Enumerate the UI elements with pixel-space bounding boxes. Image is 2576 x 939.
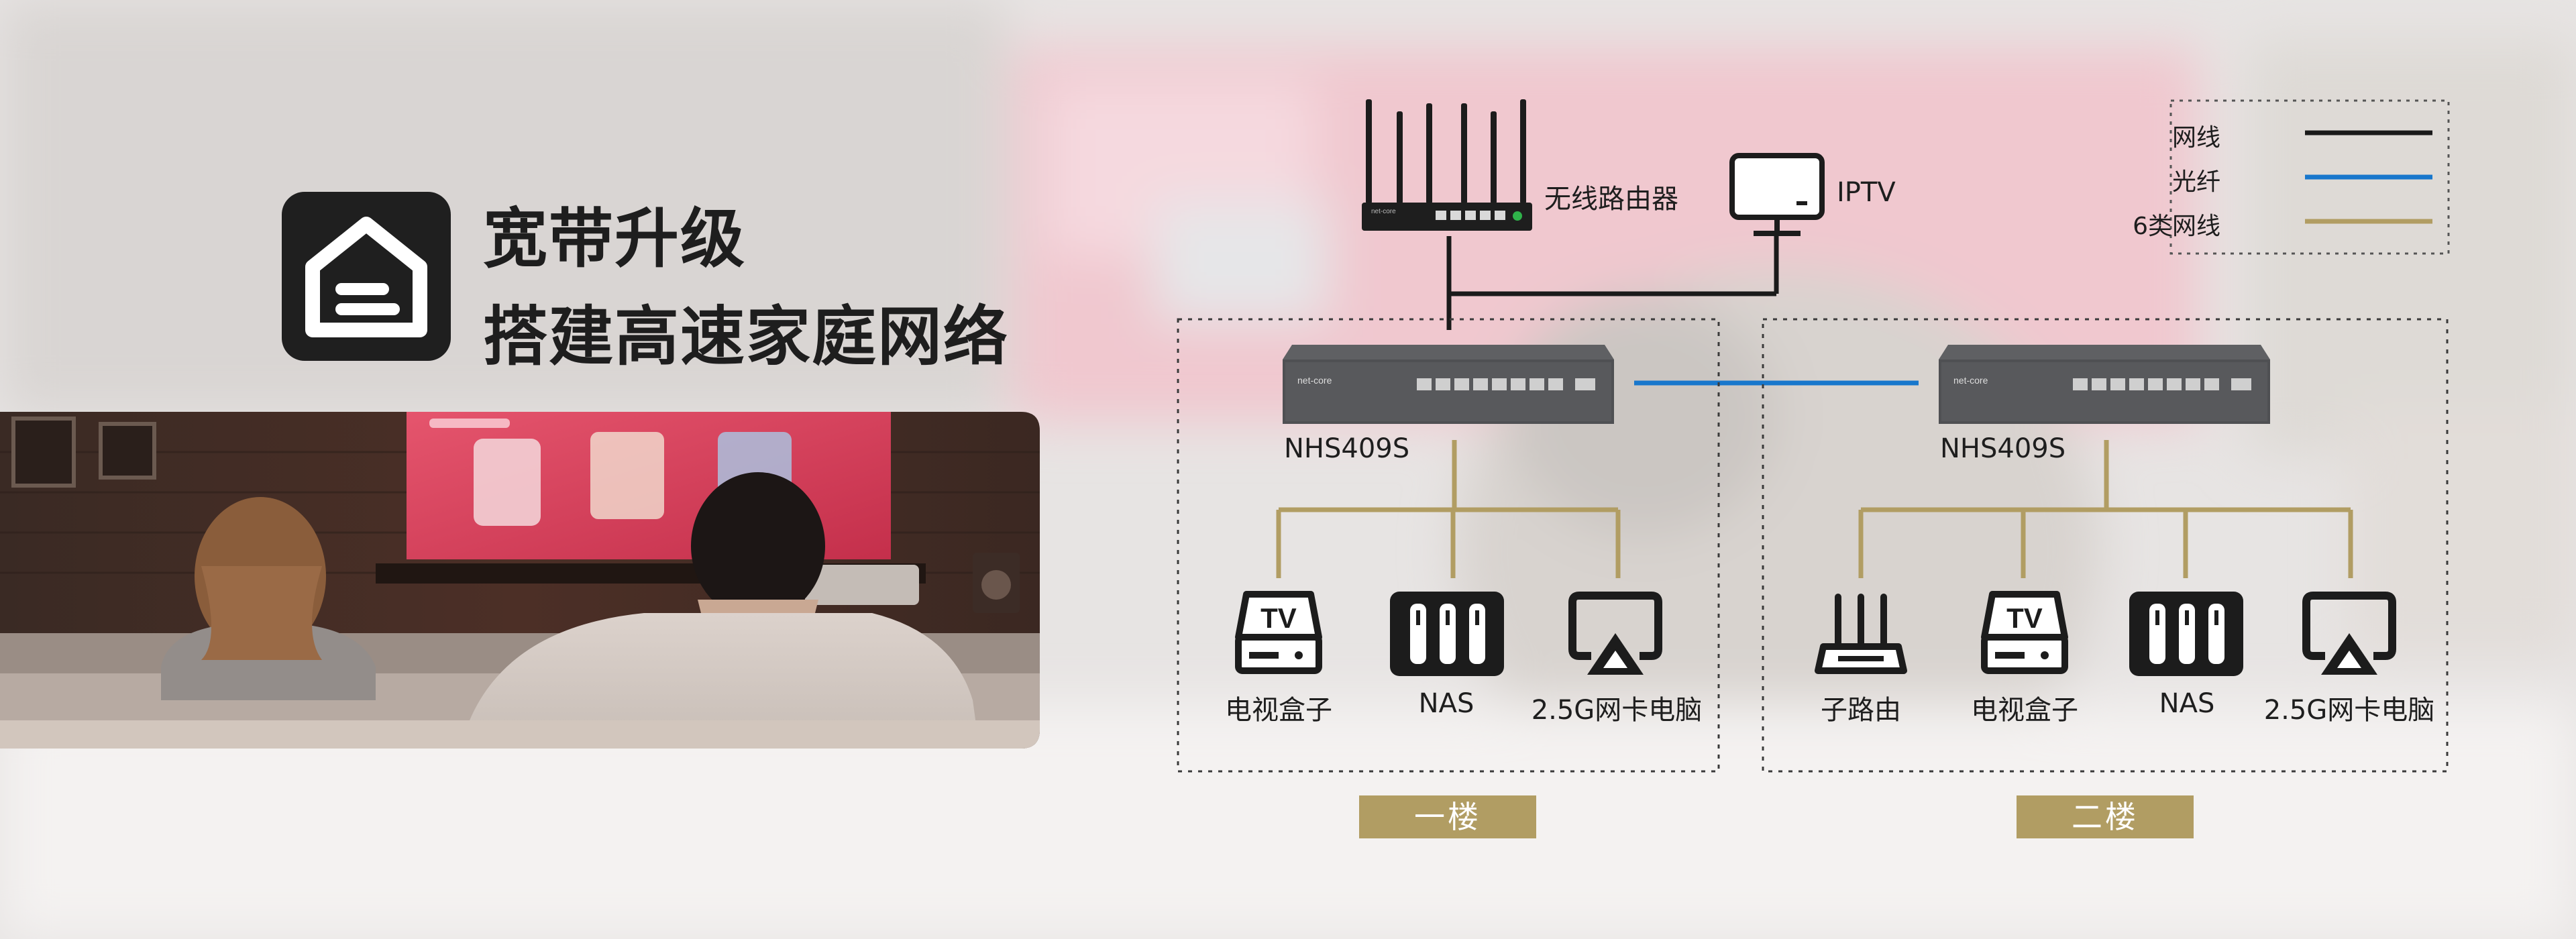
- floor-1-device-label-nas: NAS: [1418, 688, 1474, 719]
- floor-1-box: [1177, 318, 1720, 773]
- iptv-monitor-icon: [1729, 153, 1825, 236]
- svg-text:net-core: net-core: [1953, 375, 1988, 386]
- floor-2-switch-model: NHS409S: [1940, 433, 2066, 464]
- ethernet-lines: [1446, 233, 1779, 330]
- tv-box-icon-text: TV: [2006, 602, 2043, 634]
- legend-label-fiber: 光纤: [2171, 168, 2220, 196]
- floor-2-switch-icon: net-core: [1939, 345, 2270, 424]
- floor-2-device-label-nas: NAS: [2159, 688, 2215, 719]
- sub-router-icon: [1815, 594, 1907, 674]
- floor-1-device-label-tv-box: 电视盒子: [1225, 695, 1332, 726]
- tv-box-icon: TV: [1981, 591, 2068, 674]
- wireless-router-icon: net-core: [1362, 99, 1532, 231]
- tv-box-icon-text: TV: [1260, 602, 1297, 634]
- svg-text:net-core: net-core: [1371, 208, 1396, 215]
- floor-2-tag: 二楼: [2017, 795, 2194, 838]
- router-label: 无线路由器: [1544, 184, 1678, 215]
- iptv-label: IPTV: [1837, 177, 1896, 208]
- airplay-icon: [2302, 592, 2396, 675]
- floor-2-box: [1762, 318, 2449, 773]
- nas-icon: [1390, 592, 1504, 676]
- floor-2-device-label-sub-router: 子路由: [1821, 695, 1901, 726]
- headline-line-2: 搭建高速家庭网络: [483, 299, 1009, 374]
- floor-1-switch-icon: net-core: [1283, 345, 1614, 424]
- floor-2-device-label-pc: 2.5G网卡电脑: [2263, 695, 2435, 726]
- headline-line-1: 宽带升级: [483, 201, 746, 276]
- svg-text:net-core: net-core: [1297, 375, 1332, 386]
- legend-label-ethernet: 网线: [2171, 124, 2220, 152]
- floor-1-switch-model: NHS409S: [1284, 433, 1410, 464]
- cat6-lines-floor-2: [1858, 440, 2353, 578]
- legend-box: [2169, 99, 2450, 255]
- home-icon: [305, 217, 427, 337]
- cat6-lines-floor-1: [1276, 440, 1621, 578]
- floor-1-tag: 一楼: [1359, 795, 1536, 838]
- home-icon-tile: [282, 192, 451, 361]
- floor-1-device-label-pc: 2.5G网卡电脑: [1531, 695, 1703, 726]
- legend-swatches: [2305, 130, 2432, 224]
- floor-2-device-label-tv-box: 电视盒子: [1971, 695, 2078, 726]
- airplay-icon: [1568, 592, 1662, 675]
- nas-icon: [2129, 592, 2243, 676]
- living-room-photo: [0, 412, 1040, 749]
- legend-label-cat6: 6类网线: [2133, 213, 2220, 240]
- tv-box-icon: TV: [1235, 591, 1322, 674]
